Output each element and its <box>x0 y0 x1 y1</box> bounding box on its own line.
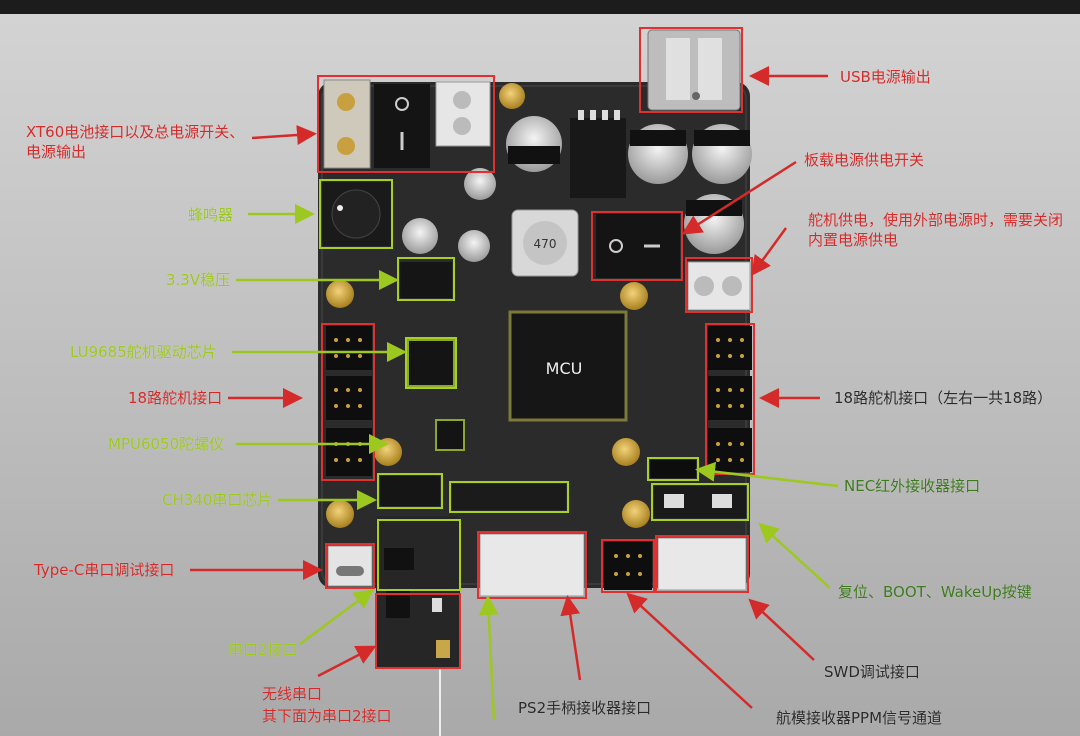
top-bar <box>0 0 1080 14</box>
ps2-connector <box>479 533 585 597</box>
label-usb: USB电源输出 <box>840 68 931 86</box>
label-wireless-line1: 无线串口 <box>262 685 323 703</box>
mount-nut <box>374 438 402 466</box>
label-wireless-line2: 其下面为串口2接口 <box>262 707 392 725</box>
mount-nut <box>622 500 650 528</box>
label-xt60: XT60电池接口以及总电源开关、电源输出 <box>26 123 245 161</box>
ldo-regulator <box>400 262 452 298</box>
servo-driver-chip <box>407 339 455 387</box>
mpu-chip <box>435 419 465 451</box>
ch340-support <box>452 484 566 510</box>
label-servo-power: 舵机供电，使用外部电源时，需要关闭内置电源供电 <box>808 211 1064 249</box>
label-regulator: 3.3V稳压 <box>166 271 231 289</box>
label-typec: Type-C串口调试接口 <box>34 561 175 579</box>
mount-nut <box>612 438 640 466</box>
label-ps2: PS2手柄接收器接口 <box>518 699 652 717</box>
label-ch340: CH340串口芯片 <box>162 491 273 509</box>
swd-header <box>604 542 652 590</box>
servo-header-right <box>708 326 752 472</box>
servo-header-left <box>326 326 372 476</box>
label-nec: NEC红外接收器接口 <box>844 477 981 495</box>
label-onboard-switch: 板载电源供电开关 <box>804 151 925 169</box>
label-buzzer: 蜂鸣器 <box>188 206 234 224</box>
label-buttons: 复位、BOOT、WakeUp按键 <box>838 583 1032 601</box>
ppm-connector <box>657 537 747 591</box>
capacitor <box>402 218 438 254</box>
mcu-label: MCU <box>546 359 583 378</box>
onboard-power-switch <box>596 214 680 278</box>
mount-nut <box>499 83 525 109</box>
label-mpu: MPU6050陀螺仪 <box>108 435 225 453</box>
regulator-ic <box>570 118 626 198</box>
label-uart2: 串口2接口 <box>228 641 298 659</box>
leader-lines <box>190 66 839 721</box>
capacitor <box>464 168 496 200</box>
mount-nut <box>326 500 354 528</box>
capacitor <box>458 230 490 262</box>
mount-nut <box>326 280 354 308</box>
label-swd: SWD调试接口 <box>824 663 920 681</box>
main-power-switch <box>374 84 430 168</box>
label-servo-right: 18路舵机接口（左右一共18路） <box>834 389 1053 407</box>
ch340-chip <box>380 476 440 506</box>
mount-nut <box>620 282 648 310</box>
label-servo-left: 18路舵机接口 <box>128 389 223 407</box>
inductor-label: 470 <box>534 237 557 251</box>
label-servo-chip: LU9685舵机驱动芯片 <box>70 343 217 361</box>
mcu-chip <box>508 310 628 422</box>
typec-port <box>327 545 373 587</box>
label-ppm: 航模接收器PPM信号通道 <box>776 709 943 727</box>
nec-ir-port <box>650 460 696 478</box>
